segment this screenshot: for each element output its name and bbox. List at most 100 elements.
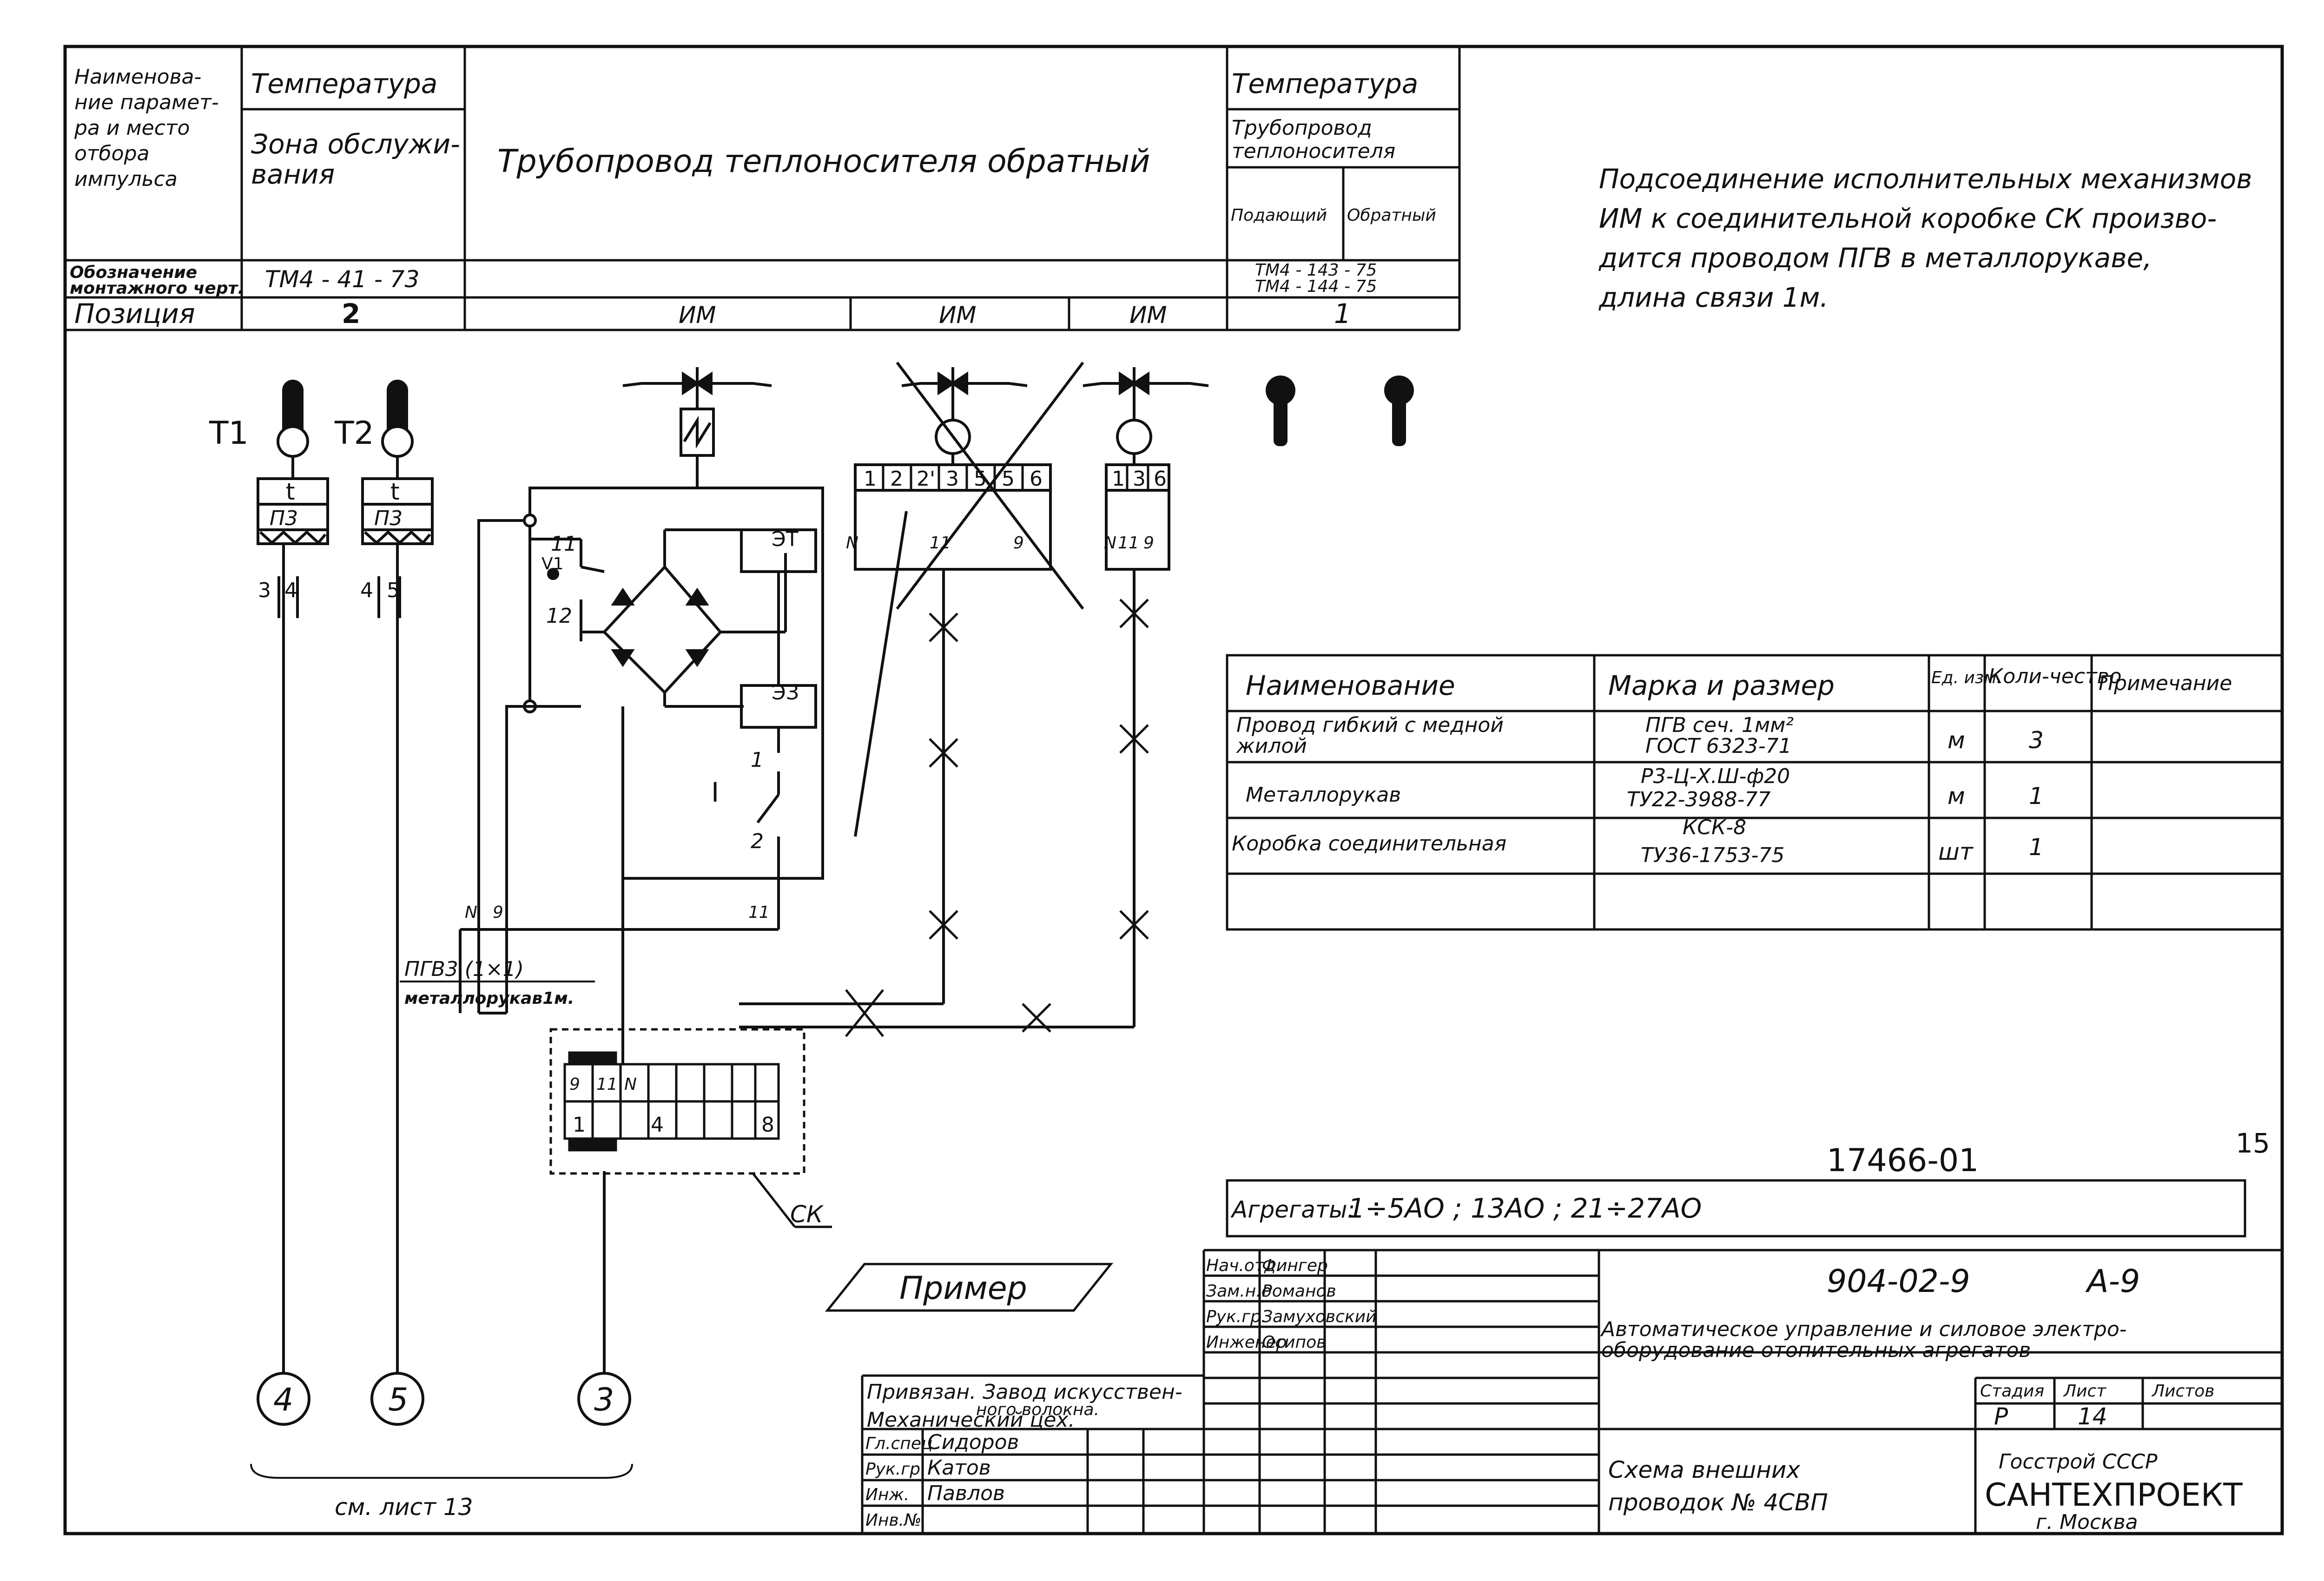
- spec-cell: ГОСТ 6323-71: [1645, 734, 1792, 758]
- im-left-n: N: [846, 534, 858, 553]
- drawing-label-line: монтажного черт.: [70, 279, 244, 298]
- destination-markers: [257, 1372, 631, 1426]
- sensor-t1: [257, 380, 329, 1394]
- contact-2: 2: [751, 830, 764, 853]
- bind-role: Инж.: [865, 1485, 909, 1504]
- sheet-value: 14: [2078, 1403, 2107, 1430]
- drawing-temp2: ТМ4 - 143 - 75 ТМ4 - 144 - 75: [1255, 261, 1382, 296]
- stage-value: Р: [1994, 1403, 2008, 1430]
- sig-name: Фингер: [1262, 1256, 1328, 1275]
- param-label-line: ние парамет-: [74, 91, 219, 114]
- org-line-1: Госстрой СССР: [1999, 1450, 2158, 1474]
- note-line: длина связи 1м.: [1598, 282, 1829, 313]
- im-left-11: 11: [930, 534, 951, 553]
- drawing-name-line: Схема внешних: [1608, 1456, 1800, 1483]
- terminal-label: 3: [1133, 467, 1146, 491]
- contact-11: 11: [551, 532, 577, 556]
- wire-2b: 5: [387, 579, 400, 602]
- spec-header: Коли-чество: [1988, 665, 2122, 688]
- im-right-9: 9: [1143, 534, 1154, 553]
- sig-role: Зам.н.о: [1206, 1282, 1272, 1301]
- contact-1: 1: [751, 748, 764, 772]
- spec-header: Ед. изм.: [1931, 668, 2002, 687]
- control-unit: [459, 367, 824, 1036]
- param-label-line: импульса: [74, 167, 178, 191]
- col-pipeline-heat-line: теплоносителя: [1232, 139, 1395, 163]
- param-label: Наименова- ние парамет- ра и место отбор…: [74, 65, 225, 191]
- note-line: дится проводом ПГВ в металлорукаве,: [1598, 242, 2152, 274]
- p3-label: П3: [374, 507, 403, 530]
- bind-name: Сидоров: [927, 1430, 1019, 1454]
- example-label: Пример: [899, 1270, 1027, 1307]
- terminal-label: 3: [946, 467, 959, 491]
- terminal-strip-right: [1126, 465, 1149, 490]
- position-im-2: ИМ: [939, 302, 977, 329]
- terminal-label: 1: [864, 467, 877, 491]
- v1-label: V1: [541, 554, 564, 573]
- title-block: [861, 1179, 2282, 1534]
- header-table: [65, 46, 1461, 331]
- spec-cell: жилой: [1236, 734, 1307, 758]
- ck-bottom-label: 4: [651, 1113, 664, 1137]
- ctrl-n: N: [465, 903, 477, 922]
- spec-row-name: Провод гибкий с медной жилой: [1236, 713, 1510, 758]
- t1-label: Т1: [209, 415, 249, 452]
- drawing-temp2-line: ТМ4 - 144 - 75: [1255, 277, 1377, 296]
- sig-name: Замуховский: [1262, 1307, 1376, 1326]
- example-stamp: [825, 1263, 1114, 1312]
- spec-row-mark: Р3-Ц-Х.Ш-ф20 ТУ22-3988-77: [1627, 764, 1796, 811]
- bind-role: Гл.спец: [865, 1434, 933, 1453]
- keyhole-marks: [1266, 375, 1414, 446]
- param-label-line: отбора: [74, 142, 150, 165]
- position-im-1: ИМ: [679, 302, 716, 329]
- junction-box-ck: [549, 1028, 832, 1228]
- sig-role: Инженер: [1206, 1333, 1287, 1352]
- note-line: ИМ к соединительной коробке СК произво-: [1599, 203, 2217, 234]
- p3-label: П3: [270, 507, 298, 530]
- circle-4: 4: [273, 1382, 293, 1418]
- see-sheet-ref: см. лист 13: [335, 1494, 473, 1521]
- doc-code: 17466-01: [1827, 1142, 1979, 1179]
- bind-name: Павлов: [927, 1482, 1005, 1505]
- stage-label: Стадия: [1980, 1382, 2044, 1401]
- t-symbol: t: [286, 478, 295, 505]
- cable-run: [603, 1036, 624, 1399]
- album-code: А-9: [2085, 1263, 2140, 1300]
- position-im-3: ИМ: [1129, 302, 1167, 329]
- terminal-label: 2': [917, 467, 935, 491]
- bind-role: Инв.№: [865, 1511, 922, 1530]
- relay-ez-label: ЭЗ: [772, 681, 799, 705]
- ck-bottom-label: 1: [573, 1113, 586, 1137]
- binding-line: ного волокна.: [976, 1400, 1099, 1419]
- cable-label: ПГВ3 (1×1): [404, 957, 524, 981]
- wire-1a: 3: [258, 579, 271, 602]
- param-label-line: Наименова-: [74, 65, 201, 89]
- spec-cell: ПГВ сеч. 1мм²: [1645, 713, 1794, 737]
- cable-label-2: металлорукав1м.: [404, 989, 574, 1008]
- sig-name: Романов: [1262, 1282, 1336, 1301]
- spec-row-name: Металлорукав: [1246, 783, 1401, 807]
- ck-label: СК: [790, 1201, 824, 1228]
- circle-3: 3: [594, 1382, 614, 1418]
- im-right-11: 11: [1118, 534, 1139, 553]
- binding-line: Привязан. Завод искусствен-: [867, 1380, 1182, 1404]
- col-temp2: Температура: [1232, 68, 1418, 99]
- connection-note: Подсоединение исполнительных механизмов …: [1598, 163, 2261, 313]
- sheet-label: Лист: [2063, 1382, 2106, 1401]
- project-number: 904-02-9: [1827, 1263, 1970, 1300]
- sig-name: Осипов: [1262, 1333, 1326, 1352]
- terminal-strip-left: [882, 465, 1024, 490]
- junction-box-labels: 9 11 N 1 4 8 СК ПГВ3 (1×1) металлорукав1…: [400, 957, 824, 1228]
- circle-5: 5: [388, 1382, 408, 1418]
- param-label-line: ра и место: [74, 116, 190, 140]
- switch-label: I: [711, 777, 719, 808]
- sig-role: Рук.гр.: [1206, 1307, 1266, 1326]
- contact-12: 12: [546, 604, 572, 628]
- cable-marks: [845, 599, 1149, 1037]
- header-texts: Наименова- ние парамет- ра и место отбор…: [70, 65, 1436, 329]
- spec-header: Примечание: [2099, 672, 2232, 695]
- page-number: 15: [2236, 1127, 2270, 1159]
- terminal-label: 1: [1112, 467, 1125, 491]
- col-zone: Зона обслужи- вания: [251, 128, 469, 190]
- brace: [250, 1463, 633, 1479]
